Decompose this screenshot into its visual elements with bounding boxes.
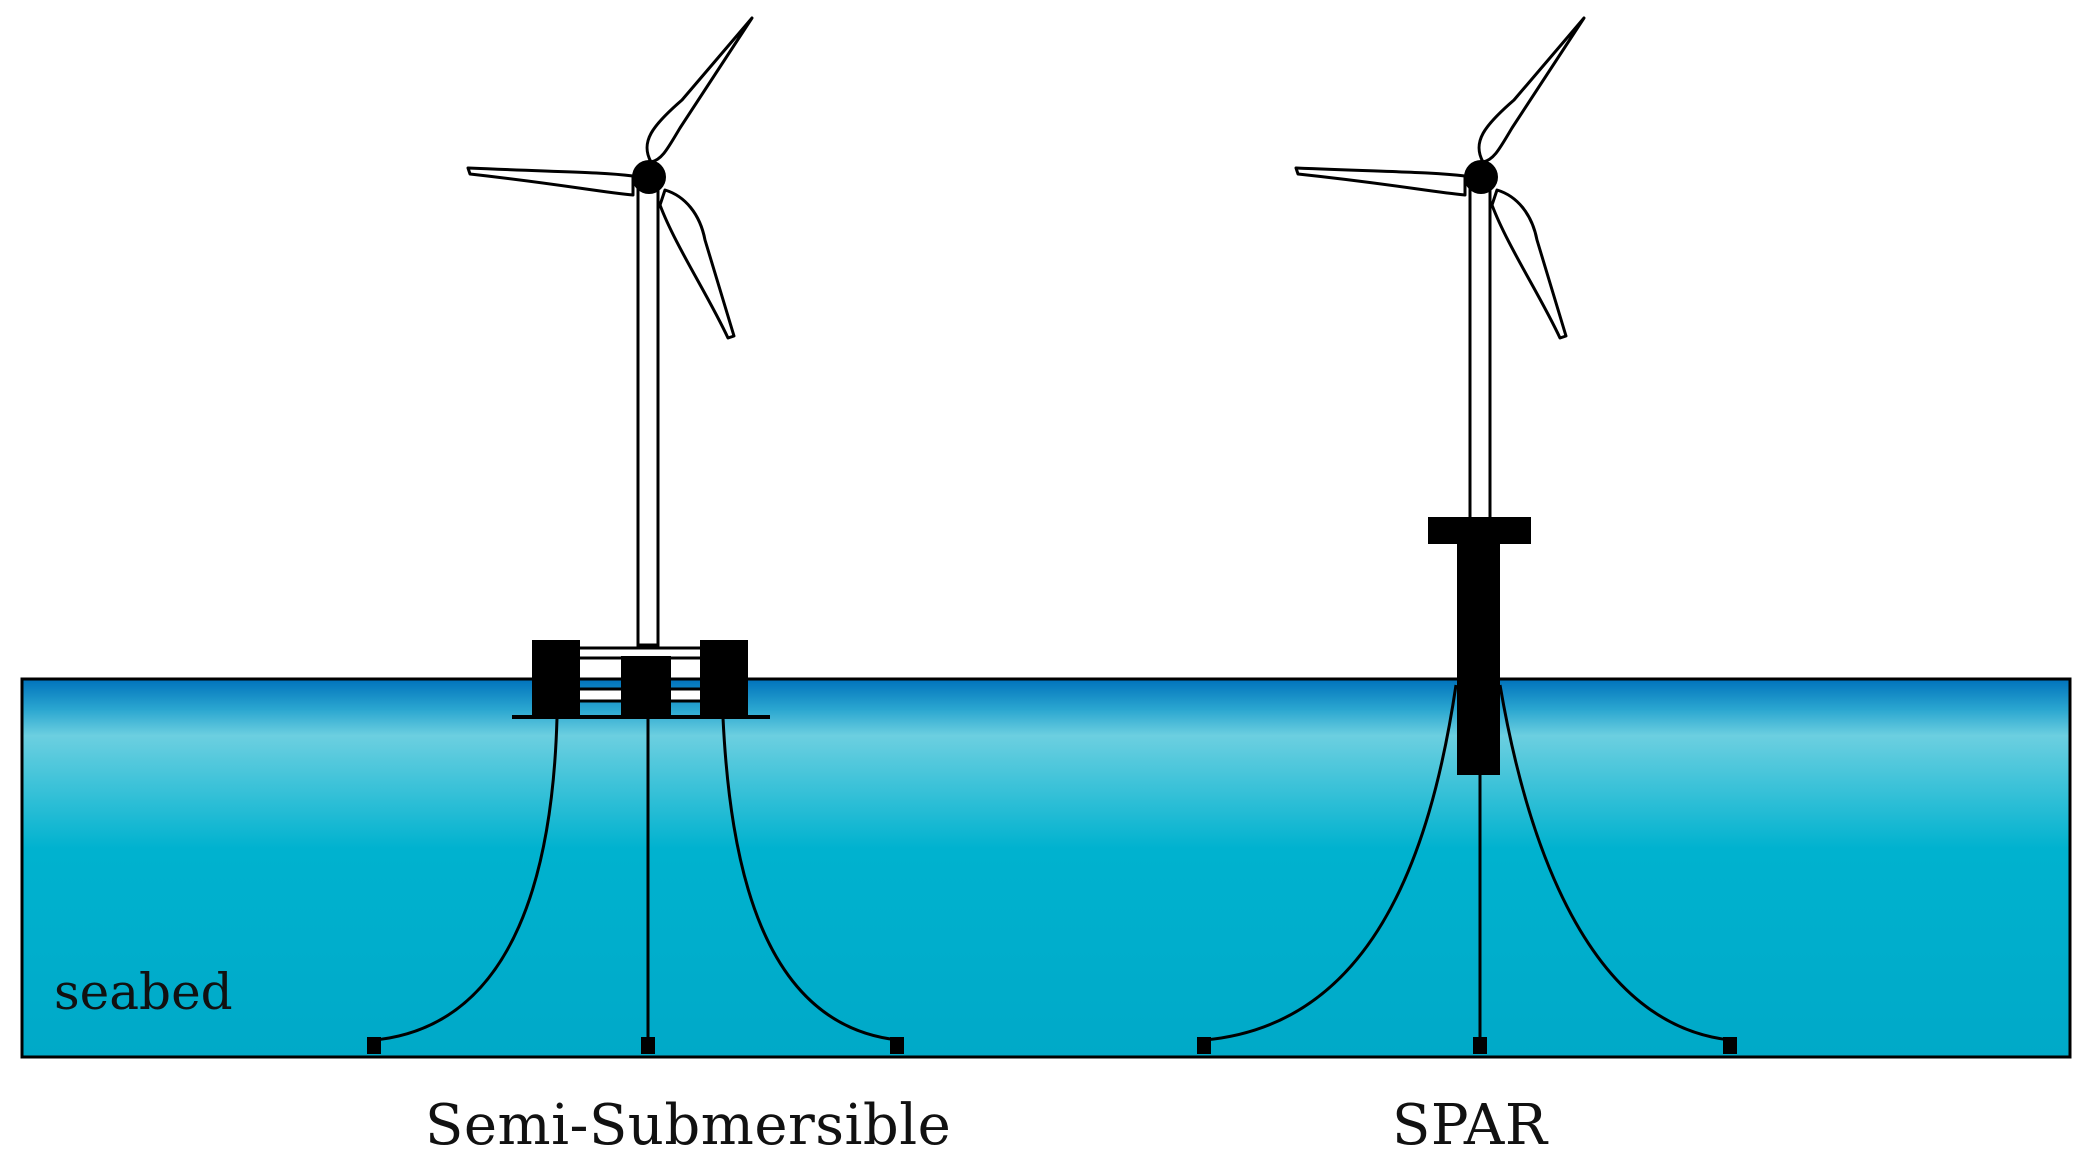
spar-transition-piece [1428,517,1531,544]
semi-tower [636,180,660,647]
semi-blade-upper [645,16,754,164]
semi-hub [632,160,666,194]
spar-hub [1464,160,1498,194]
spar-turbine [1197,16,1737,1054]
semi-column-center [621,656,671,716]
spar-anchor-left [1197,1037,1211,1054]
semi-submersible-turbine [367,16,904,1054]
spar-mooring-line-right [1498,684,1731,1042]
semi-anchor-left [367,1037,381,1054]
sea-water [20,677,2072,1059]
semi-column-left [532,640,580,716]
spar-anchor-right [1723,1037,1737,1054]
spar-blade-upper [1477,16,1586,164]
semi-blade-left [466,166,635,197]
semi-submersible-label: Semi-Submersible [425,1093,952,1158]
spar-buoy-column [1457,540,1500,775]
semi-mooring-line-right [721,717,899,1042]
semi-mooring-lines [374,717,899,1045]
spar-tower [1468,180,1492,521]
semi-anchor-center [641,1037,655,1054]
semi-submersible-platform [512,640,770,719]
semi-column-right [700,640,748,716]
spar-blade-lower [1490,188,1568,340]
spar-rotor [1294,16,1586,340]
spar-label: SPAR [1392,1093,1548,1158]
semi-anchor-right [890,1037,904,1054]
spar-mooring-lines [1204,684,1731,1045]
spar-mooring-line-left [1204,684,1458,1042]
semi-rotor [466,16,754,340]
spar-anchor-center [1473,1037,1487,1054]
spar-blade-left [1294,166,1467,197]
seabed-label: seabed [54,963,233,1021]
semi-blade-lower [658,188,736,340]
semi-mooring-line-left [374,717,559,1042]
